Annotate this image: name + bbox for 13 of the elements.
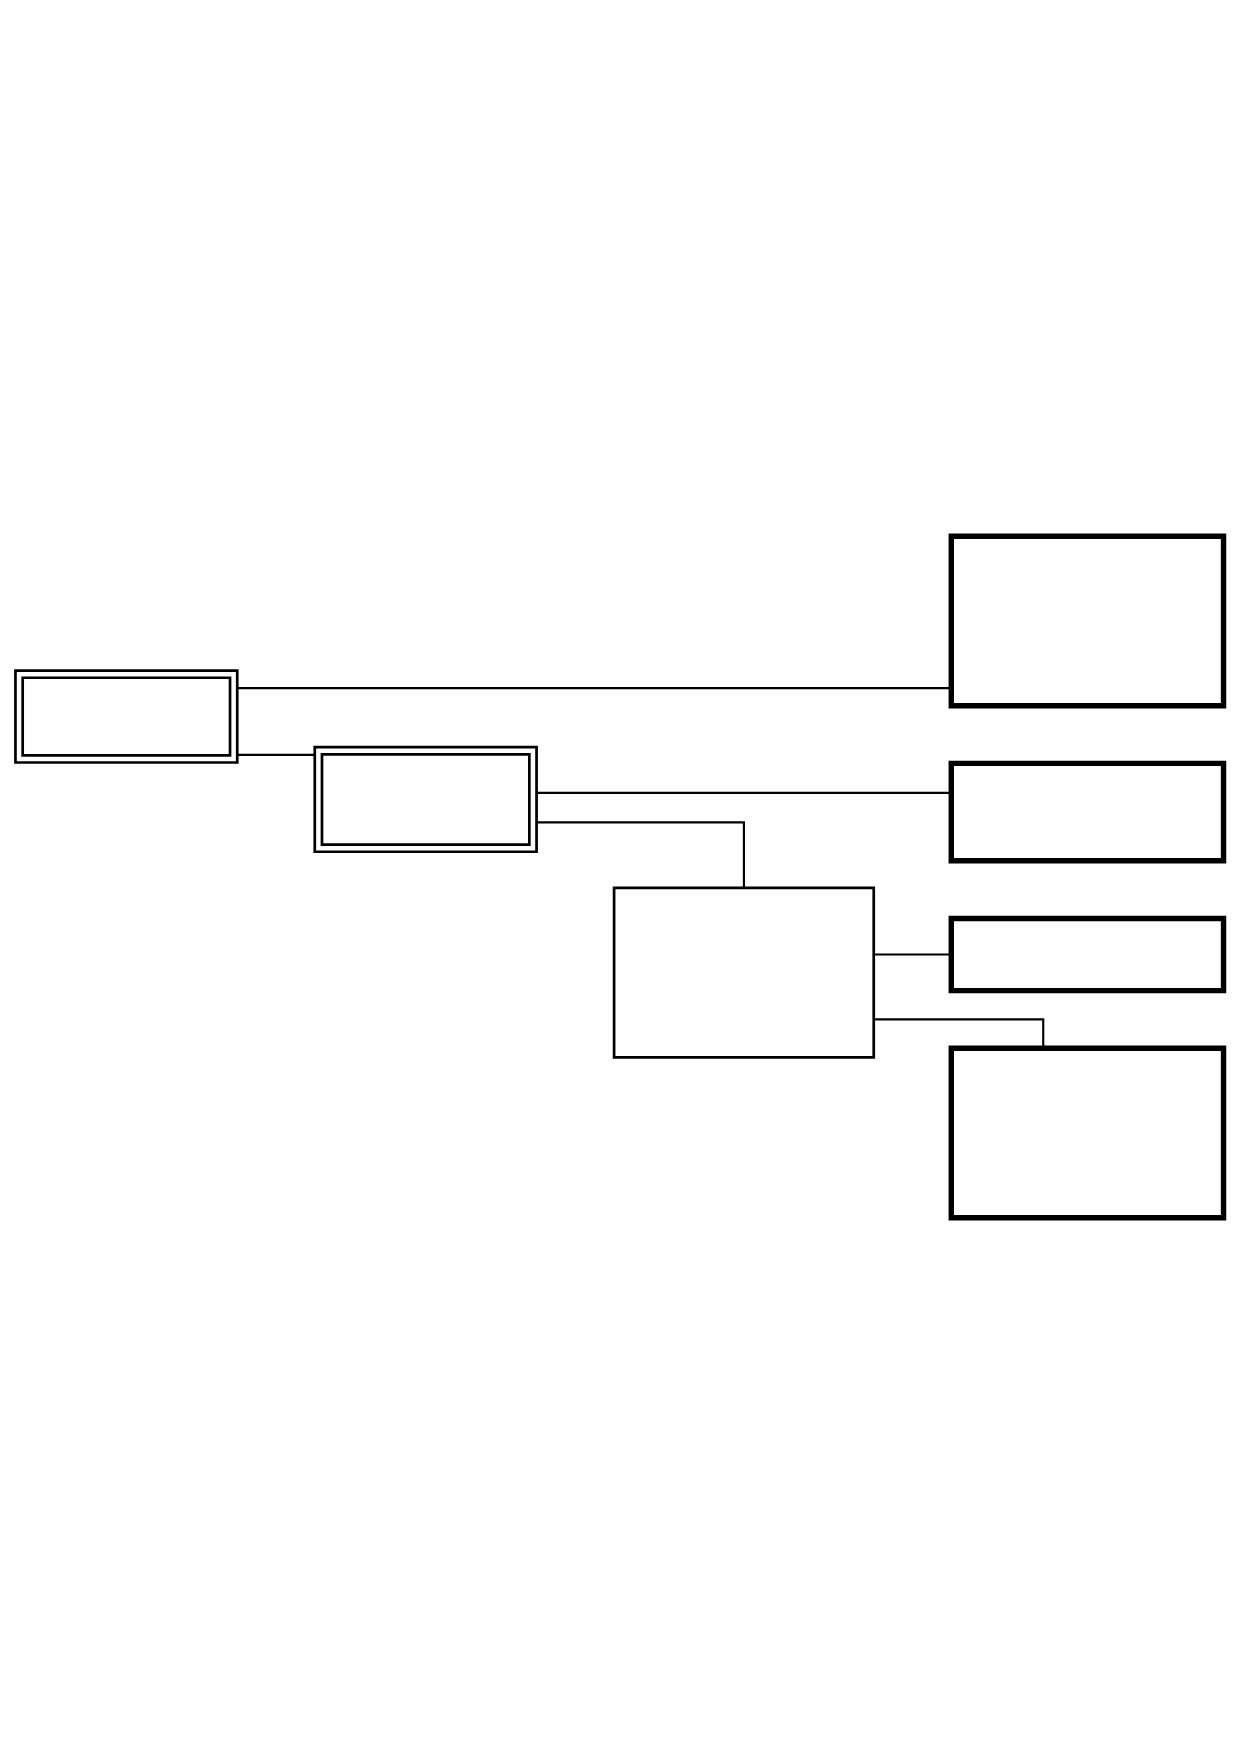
connector [536, 821, 745, 888]
connector [237, 753, 315, 756]
node-box [948, 533, 1227, 709]
connector [537, 791, 951, 794]
node-box [612, 886, 876, 1059]
node-box [313, 745, 538, 854]
node-box [948, 760, 1227, 864]
node-box [14, 669, 239, 764]
node-box [948, 915, 1227, 994]
node-box [948, 1045, 1227, 1221]
connector [874, 1018, 1045, 1049]
connector [873, 953, 952, 956]
connector [237, 687, 951, 690]
